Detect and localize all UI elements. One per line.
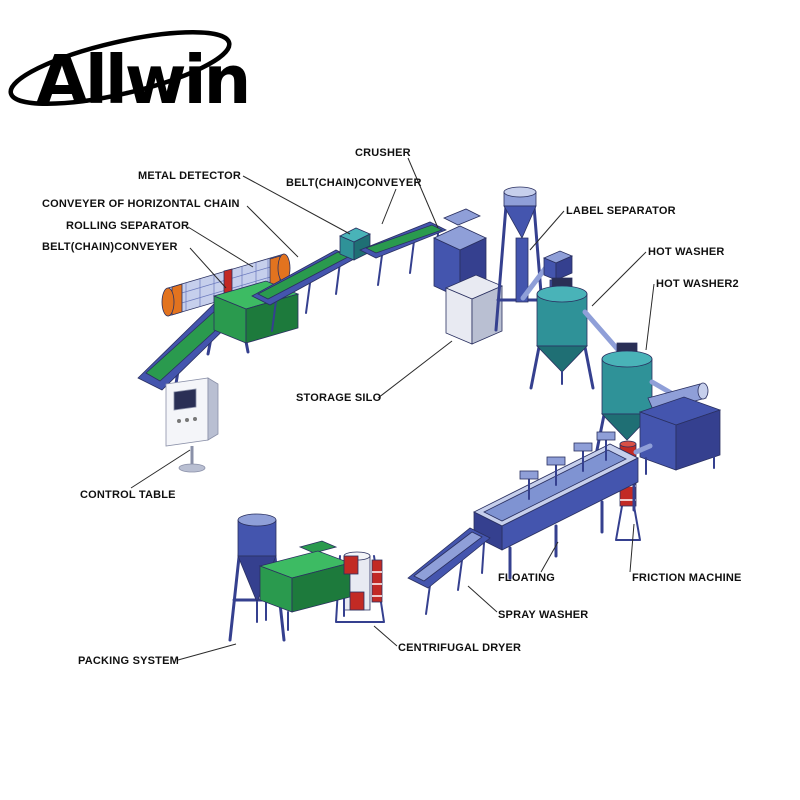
paddle-wheel [596, 431, 616, 441]
leader-metal-detector [242, 175, 351, 235]
leader-label-separator [529, 210, 565, 251]
leader-centrifugal-dryer [373, 625, 398, 647]
label-belt-conveyer-left: BELT(CHAIN)CONVEYER [42, 241, 178, 253]
machine-spray-washer [407, 527, 491, 615]
label-crusher: CRUSHER [355, 147, 411, 159]
label-belt-conveyer-top: BELT(CHAIN)CONVEYER [286, 177, 422, 189]
label-metal-detector: METAL DETECTOR [138, 170, 241, 182]
label-conveyer-horizontal-chain: CONVEYER OF HORIZONTAL CHAIN [42, 198, 240, 210]
labels: CRUSHER METAL DETECTOR BELT(CHAIN)CONVEY… [42, 147, 742, 667]
leader-hot-washer2 [645, 283, 655, 351]
brand-logo: Allwin [8, 30, 251, 119]
leader-spray-washer [467, 585, 498, 613]
control-table [165, 377, 219, 473]
label-floating: FLOATING [498, 572, 555, 584]
machine-dewatering-unit [638, 379, 722, 475]
leader-hot-washer [591, 251, 647, 307]
control-button [193, 417, 197, 421]
machine-storage-silo [444, 274, 504, 345]
paddle-wheel [573, 442, 593, 452]
control-screen [173, 388, 197, 411]
funnel-cone [503, 205, 537, 239]
label-spray-washer: SPRAY WASHER [498, 609, 588, 621]
machine-packing-feeder [258, 540, 365, 631]
crusher-hopper [443, 208, 481, 226]
machine-floating-tank [473, 431, 639, 580]
label-label-separator: LABEL SEPARATOR [566, 205, 676, 217]
machine-packing-cyclone [228, 513, 286, 642]
label-hot-washer2: HOT WASHER2 [656, 278, 739, 290]
label-rolling-separator: ROLLING SEPARATOR [66, 220, 189, 232]
logo-text: Allwin [36, 41, 248, 119]
control-button [185, 418, 189, 422]
leader-belt-conveyer-left [189, 247, 227, 289]
leader-crusher [407, 157, 439, 229]
label-friction-machine: FRICTION MACHINE [632, 572, 742, 584]
machine-metal-detector [339, 227, 371, 261]
label-centrifugal-dryer: CENTRIFUGAL DRYER [398, 642, 521, 654]
leader-belt-conveyer-top [381, 188, 397, 225]
label-packing-system: PACKING SYSTEM [78, 655, 179, 667]
logo-swoosh-icon [8, 30, 232, 106]
machine-belt-conveyer-top [359, 221, 447, 286]
leader-conveyer-horizontal-chain [246, 205, 299, 258]
machine-rolling-separator [161, 253, 291, 317]
label-control-table: CONTROL TABLE [80, 489, 176, 501]
control-panel [165, 377, 209, 447]
machine-hot-washer-1 [529, 277, 595, 390]
leader-rolling-separator [187, 226, 254, 268]
label-storage-silo: STORAGE SILO [296, 392, 382, 404]
leader-friction-machine [629, 523, 635, 573]
leader-floating [540, 541, 559, 573]
paddle-wheel [546, 456, 566, 466]
leader-lines [130, 157, 655, 661]
leader-packing-system [177, 643, 237, 661]
tank-water [483, 449, 627, 522]
label-hot-washer: HOT WASHER [648, 246, 725, 258]
paddle-wheel [519, 470, 539, 480]
leader-storage-silo [377, 340, 453, 399]
leader-control-table [130, 449, 191, 489]
feeder-hopper [298, 540, 338, 554]
control-button [177, 419, 181, 423]
